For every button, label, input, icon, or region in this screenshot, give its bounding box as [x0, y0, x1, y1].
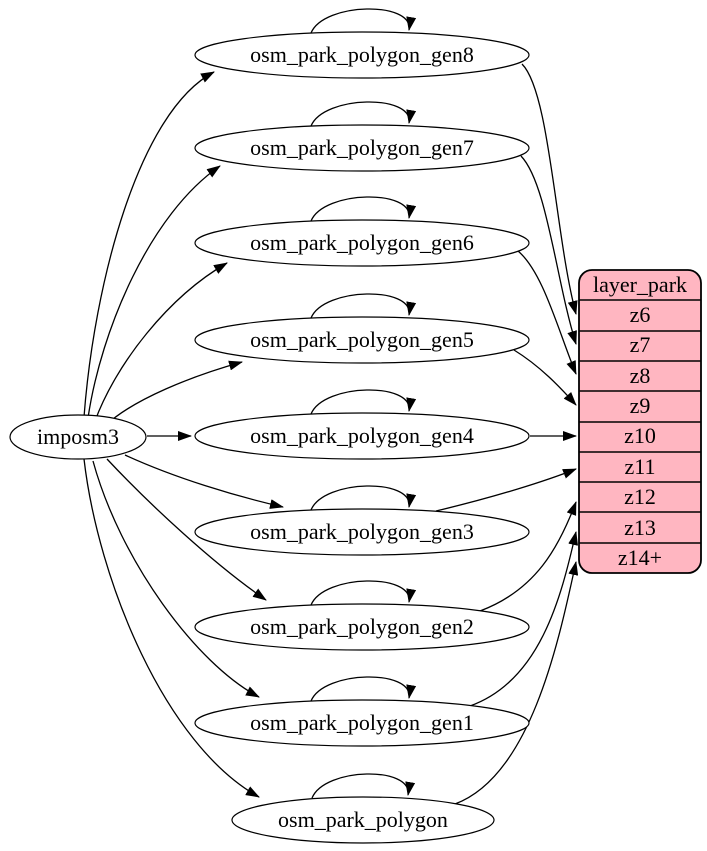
imposm3-ellipse	[9, 414, 147, 460]
gen8-ellipse	[194, 31, 530, 79]
edge-osm-park-polygon-gen6-to-z8	[517, 250, 577, 375]
layer-park-row-z8: z8	[630, 363, 651, 388]
self-loop-osm-park-polygon-gen2	[310, 580, 417, 606]
edge-osm-park-polygon-gen3-to-z11	[435, 468, 577, 512]
self-loop-edges	[310, 8, 417, 799]
edge-imposm3-to-osm-park-polygon-gen8	[83, 71, 215, 418]
gen2-ellipse	[194, 603, 530, 651]
edge-osm-park-polygon-gen5-to-z9	[513, 349, 577, 406]
node-osm-park-polygon-gen3: osm_park_polygon_gen3	[194, 508, 530, 556]
edge-imposm3-to-osm-park-polygon-gen6	[94, 262, 228, 422]
node-osm-park-polygon-gen1: osm_park_polygon_gen1	[194, 699, 530, 747]
imposm3-label: imposm3	[37, 424, 119, 449]
gen5-label: osm_park_polygon_gen5	[250, 327, 474, 352]
edges-to-layer-park	[435, 63, 579, 805]
edge-osm-park-polygon-gen1-to-z13	[469, 531, 578, 707]
edge-osm-park-polygon-to-z14plus	[454, 561, 579, 805]
edge-osm-park-polygon-gen7-to-z7	[520, 155, 577, 345]
layer-park-row-z9: z9	[630, 393, 651, 418]
gen6-label: osm_park_polygon_gen6	[250, 230, 474, 255]
edge-imposm3-to-osm-park-polygon	[83, 458, 260, 798]
edges-from-imposm3	[83, 71, 284, 798]
edge-imposm3-to-osm-park-polygon-gen1	[92, 460, 260, 698]
self-loop-osm-park-polygon-gen5	[310, 293, 417, 319]
polygon-ellipse	[231, 796, 495, 844]
node-osm-park-polygon-gen7: osm_park_polygon_gen7	[194, 124, 530, 172]
node-osm-park-polygon-gen2: osm_park_polygon_gen2	[194, 603, 530, 651]
layer-park-row-z12: z12	[624, 484, 656, 509]
edge-imposm3-to-osm-park-polygon-gen3	[124, 454, 284, 509]
gen1-ellipse	[194, 699, 530, 747]
node-osm-park-polygon-gen5: osm_park_polygon_gen5	[194, 316, 530, 364]
gen4-label: osm_park_polygon_gen4	[250, 423, 474, 448]
node-osm-park-polygon-gen4: osm_park_polygon_gen4	[194, 412, 530, 460]
layer-park-row-z6: z6	[630, 302, 651, 327]
node-osm-park-polygon: osm_park_polygon	[231, 796, 495, 844]
layer-park-row-z11: z11	[625, 454, 656, 479]
gen2-label: osm_park_polygon_gen2	[250, 614, 474, 639]
layer-park-row-z14plus: z14+	[618, 545, 662, 570]
gen5-ellipse	[194, 316, 530, 364]
gen7-label: osm_park_polygon_gen7	[250, 135, 474, 160]
self-loop-osm-park-polygon-gen3	[310, 485, 417, 511]
gen8-label: osm_park_polygon_gen8	[250, 42, 474, 67]
node-layer-park: layer_park z6 z7 z8 z9 z10 z11 z12 z13 z…	[578, 269, 702, 574]
layer-park-title: layer_park	[593, 272, 687, 297]
gen1-label: osm_park_polygon_gen1	[250, 710, 474, 735]
edge-imposm3-to-osm-park-polygon-gen5	[105, 360, 243, 426]
gen3-label: osm_park_polygon_gen3	[250, 519, 474, 544]
self-loop-osm-park-polygon-gen6	[310, 196, 417, 222]
self-loop-osm-park-polygon-gen4	[310, 389, 417, 415]
gen4-ellipse	[194, 412, 530, 460]
self-loop-osm-park-polygon	[311, 773, 416, 799]
gen3-ellipse	[194, 508, 530, 556]
gen7-ellipse	[194, 124, 530, 172]
edge-osm-park-polygon-gen2-to-z12	[479, 501, 577, 612]
layer-park-row-z13: z13	[624, 515, 656, 540]
layer-park-row-z10: z10	[624, 423, 656, 448]
node-osm-park-polygon-gen8: osm_park_polygon_gen8	[194, 31, 530, 79]
edge-imposm3-to-osm-park-polygon-gen7	[87, 165, 221, 419]
self-loop-osm-park-polygon-gen7	[310, 101, 417, 127]
gen6-ellipse	[194, 219, 530, 267]
layer-park-row-z7: z7	[630, 332, 651, 357]
edge-imposm3-to-osm-park-polygon-gen2	[106, 458, 267, 601]
edge-osm-park-polygon-gen8-to-z6	[521, 63, 578, 315]
self-loop-osm-park-polygon-gen1	[310, 676, 417, 702]
node-osm-park-polygon-gen6: osm_park_polygon_gen6	[194, 219, 530, 267]
polygon-label: osm_park_polygon	[278, 807, 448, 832]
node-imposm3: imposm3	[9, 414, 147, 460]
self-loop-osm-park-polygon-gen8	[310, 8, 417, 34]
